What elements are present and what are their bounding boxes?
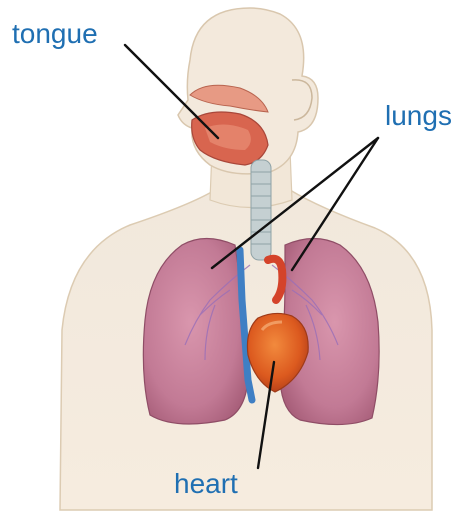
tongue-label: tongue (12, 18, 98, 50)
trachea (251, 160, 271, 260)
trachea-tube (251, 160, 271, 260)
lungs-label: lungs (385, 100, 452, 132)
heart-label: heart (174, 468, 238, 500)
body-silhouette (60, 8, 432, 510)
